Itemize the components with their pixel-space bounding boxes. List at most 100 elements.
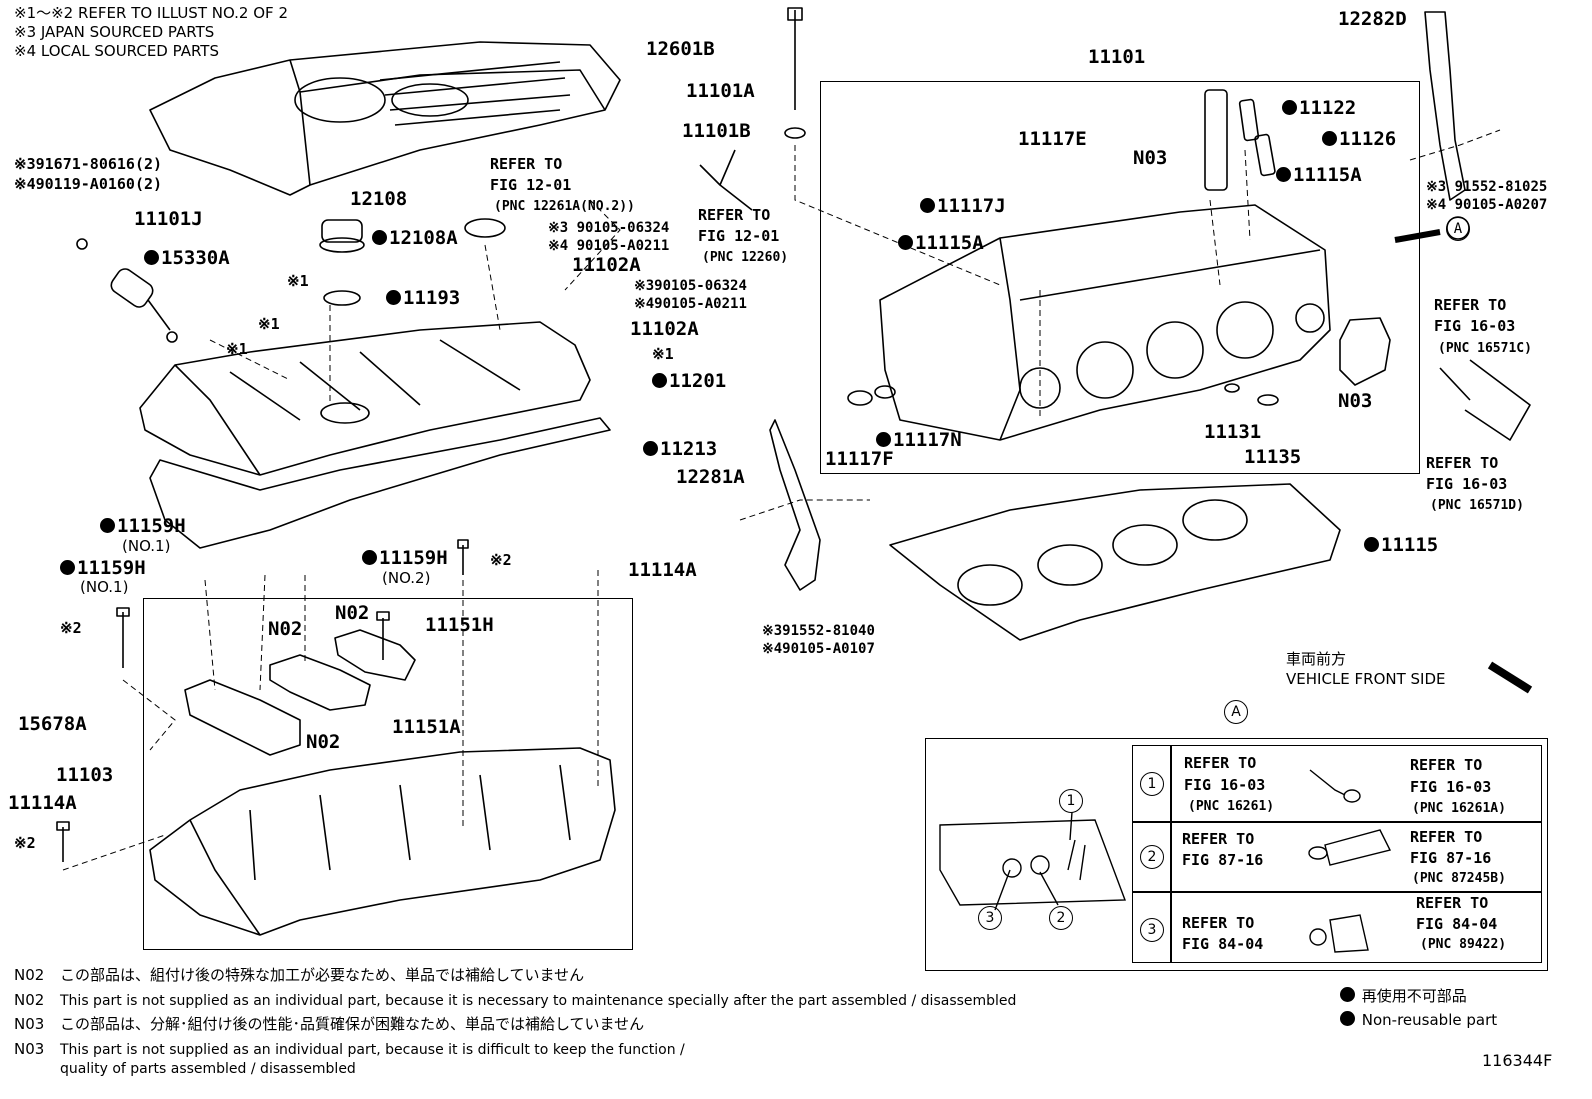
part-490105-A0211: ※490105-A0211: [634, 296, 747, 312]
part-11115: 11115: [1364, 534, 1438, 556]
part-12108A: 12108A: [372, 227, 458, 249]
inset-row1-num: 1: [1140, 772, 1164, 796]
part-11101A: 11101A: [686, 80, 755, 102]
part-11117E: 11117E: [1018, 128, 1087, 150]
inset-row1-right-l3: (PNC 16261A): [1412, 801, 1506, 816]
inset-A-frame: [925, 738, 1548, 971]
inset-A-table: [1132, 745, 1542, 963]
cylinder-head-gasket-shape: [889, 483, 1341, 641]
inset-row3-num: 3: [1140, 918, 1164, 942]
part-390105-06324: ※390105-06324: [634, 278, 747, 294]
inset-row2-right-l1: REFER TO: [1410, 828, 1483, 846]
n03-label-a: N03: [1133, 147, 1168, 169]
part-12282D: 12282D: [1338, 8, 1407, 30]
note-x1-c: ※1: [226, 340, 248, 358]
part-11117F: 11117F: [825, 448, 894, 470]
part-11135: 11135: [1244, 446, 1302, 468]
part-490105-A0107: ※490105-A0107: [762, 641, 875, 657]
part-15330A: 15330A: [144, 247, 230, 269]
note-x1-d: ※1: [652, 345, 674, 363]
part-3-90105-06324: ※3 90105-06324: [548, 220, 670, 236]
part-11103: 11103: [56, 764, 114, 786]
figure-id: 116344F: [1482, 1051, 1553, 1070]
part-11126: 11126: [1322, 128, 1396, 150]
part-11117N: 11117N: [876, 429, 962, 451]
part-12601B: 12601B: [646, 38, 715, 60]
part-11159H-3-note: (NO.2): [382, 569, 431, 587]
ref-fig12-01-b-line3: (PNC 12260): [702, 250, 789, 265]
inset-A-row-divider-1: [1132, 821, 1542, 823]
ref-fig16-03-a-line2: FIG 16-03: [1434, 317, 1516, 335]
part-4-90105-A0211: ※4 90105-A0211: [548, 238, 670, 254]
n03-label-b: N03: [1338, 390, 1373, 412]
part-11101B: 11101B: [682, 120, 751, 142]
part-391552-81040: ※391552-81040: [762, 623, 875, 639]
inset-row2-left-l2: FIG 87-16: [1182, 851, 1264, 869]
note-x2-c: ※2: [14, 834, 36, 852]
part-490119-A0160: ※490119-A0160(2): [14, 175, 163, 193]
footnote-5: quality of parts assembled / disassemble…: [60, 1061, 356, 1077]
cylinder-head-cover-shape: [139, 321, 591, 476]
inset-row1-left-l1: REFER TO: [1184, 754, 1257, 772]
part-11193: 11193: [386, 287, 460, 309]
inset-row1-left-l2: FIG 16-03: [1184, 776, 1266, 794]
part-11159H-2-note: (NO.1): [80, 578, 129, 596]
part-11159H-2: 11159H: [60, 557, 146, 579]
header-note-3: ※4 LOCAL SOURCED PARTS: [14, 42, 219, 60]
inset-A-tag: A: [1224, 700, 1248, 724]
head-cover-gasket-shape: [149, 417, 611, 549]
part-11213: 11213: [643, 438, 717, 460]
part-12108: 12108: [350, 188, 408, 210]
inset-A-row-divider-2: [1132, 891, 1542, 893]
part-11101: 11101: [1088, 46, 1146, 68]
part-11102A-1: 11102A: [572, 254, 641, 276]
inset-row3-right-l1: REFER TO: [1416, 894, 1489, 912]
camshaft-housing-frame: [143, 598, 633, 950]
ref-A-label: A: [1446, 216, 1470, 241]
part-11114A-2: 11114A: [8, 792, 77, 814]
inset-row1-left-l3: (PNC 16261): [1188, 799, 1275, 814]
vehicle-front-jp: 車両前方: [1286, 650, 1347, 668]
n02-label-c: N02: [306, 731, 341, 753]
ref-fig16-03-b-line3: (PNC 16571D): [1430, 498, 1524, 513]
part-11151A: 11151A: [392, 716, 461, 738]
inset-row1-right-l1: REFER TO: [1410, 756, 1483, 774]
inset-pic-num-3: 3: [978, 906, 1002, 930]
n02-label-b: N02: [268, 618, 303, 640]
note-x1-a: ※1: [287, 272, 309, 290]
oil-cap-shape: [321, 219, 363, 243]
part-11115A-2: 11115A: [898, 232, 984, 254]
part-11201: 11201: [652, 370, 726, 392]
part-4-90105-A0207: ※4 90105-A0207: [1426, 197, 1548, 213]
header-note-2: ※3 JAPAN SOURCED PARTS: [14, 23, 215, 41]
ref-fig12-01-b-line1: REFER TO: [698, 206, 771, 224]
vehicle-front-en: VEHICLE FRONT SIDE: [1286, 670, 1446, 688]
inset-row2-right-l3: (PNC 87245B): [1412, 871, 1506, 886]
part-11114A-1: 11114A: [628, 559, 697, 581]
part-12281A: 12281A: [676, 466, 745, 488]
inset-pic-num-1: 1: [1059, 789, 1083, 813]
part-11117J: 11117J: [920, 195, 1006, 217]
inset-row1-right-l2: FIG 16-03: [1410, 778, 1492, 796]
cylinder-head-shape: [879, 204, 1331, 441]
part-11101J: 11101J: [134, 208, 203, 230]
engine-cover-shape: [149, 41, 621, 196]
header-note-1: ※1～※2 REFER TO ILLUST NO.2 OF 2: [14, 4, 288, 22]
inset-row3-left-l1: REFER TO: [1182, 914, 1255, 932]
inset-row2-num: 2: [1140, 845, 1164, 869]
part-11159H-1-note: (NO.1): [122, 537, 171, 555]
ref-fig16-03-b-line1: REFER TO: [1426, 454, 1499, 472]
part-15678A: 15678A: [18, 713, 87, 735]
inset-A-col-divider: [1170, 745, 1172, 963]
camshaft-housing-shape: [149, 747, 616, 936]
inset-row2-right-l2: FIG 87-16: [1410, 849, 1492, 867]
part-391671-80616: ※391671-80616(2): [14, 155, 163, 173]
ref-fig12-01-a-line1: REFER TO: [490, 155, 563, 173]
legend-jp: 再使用不可部品: [1340, 987, 1467, 1005]
